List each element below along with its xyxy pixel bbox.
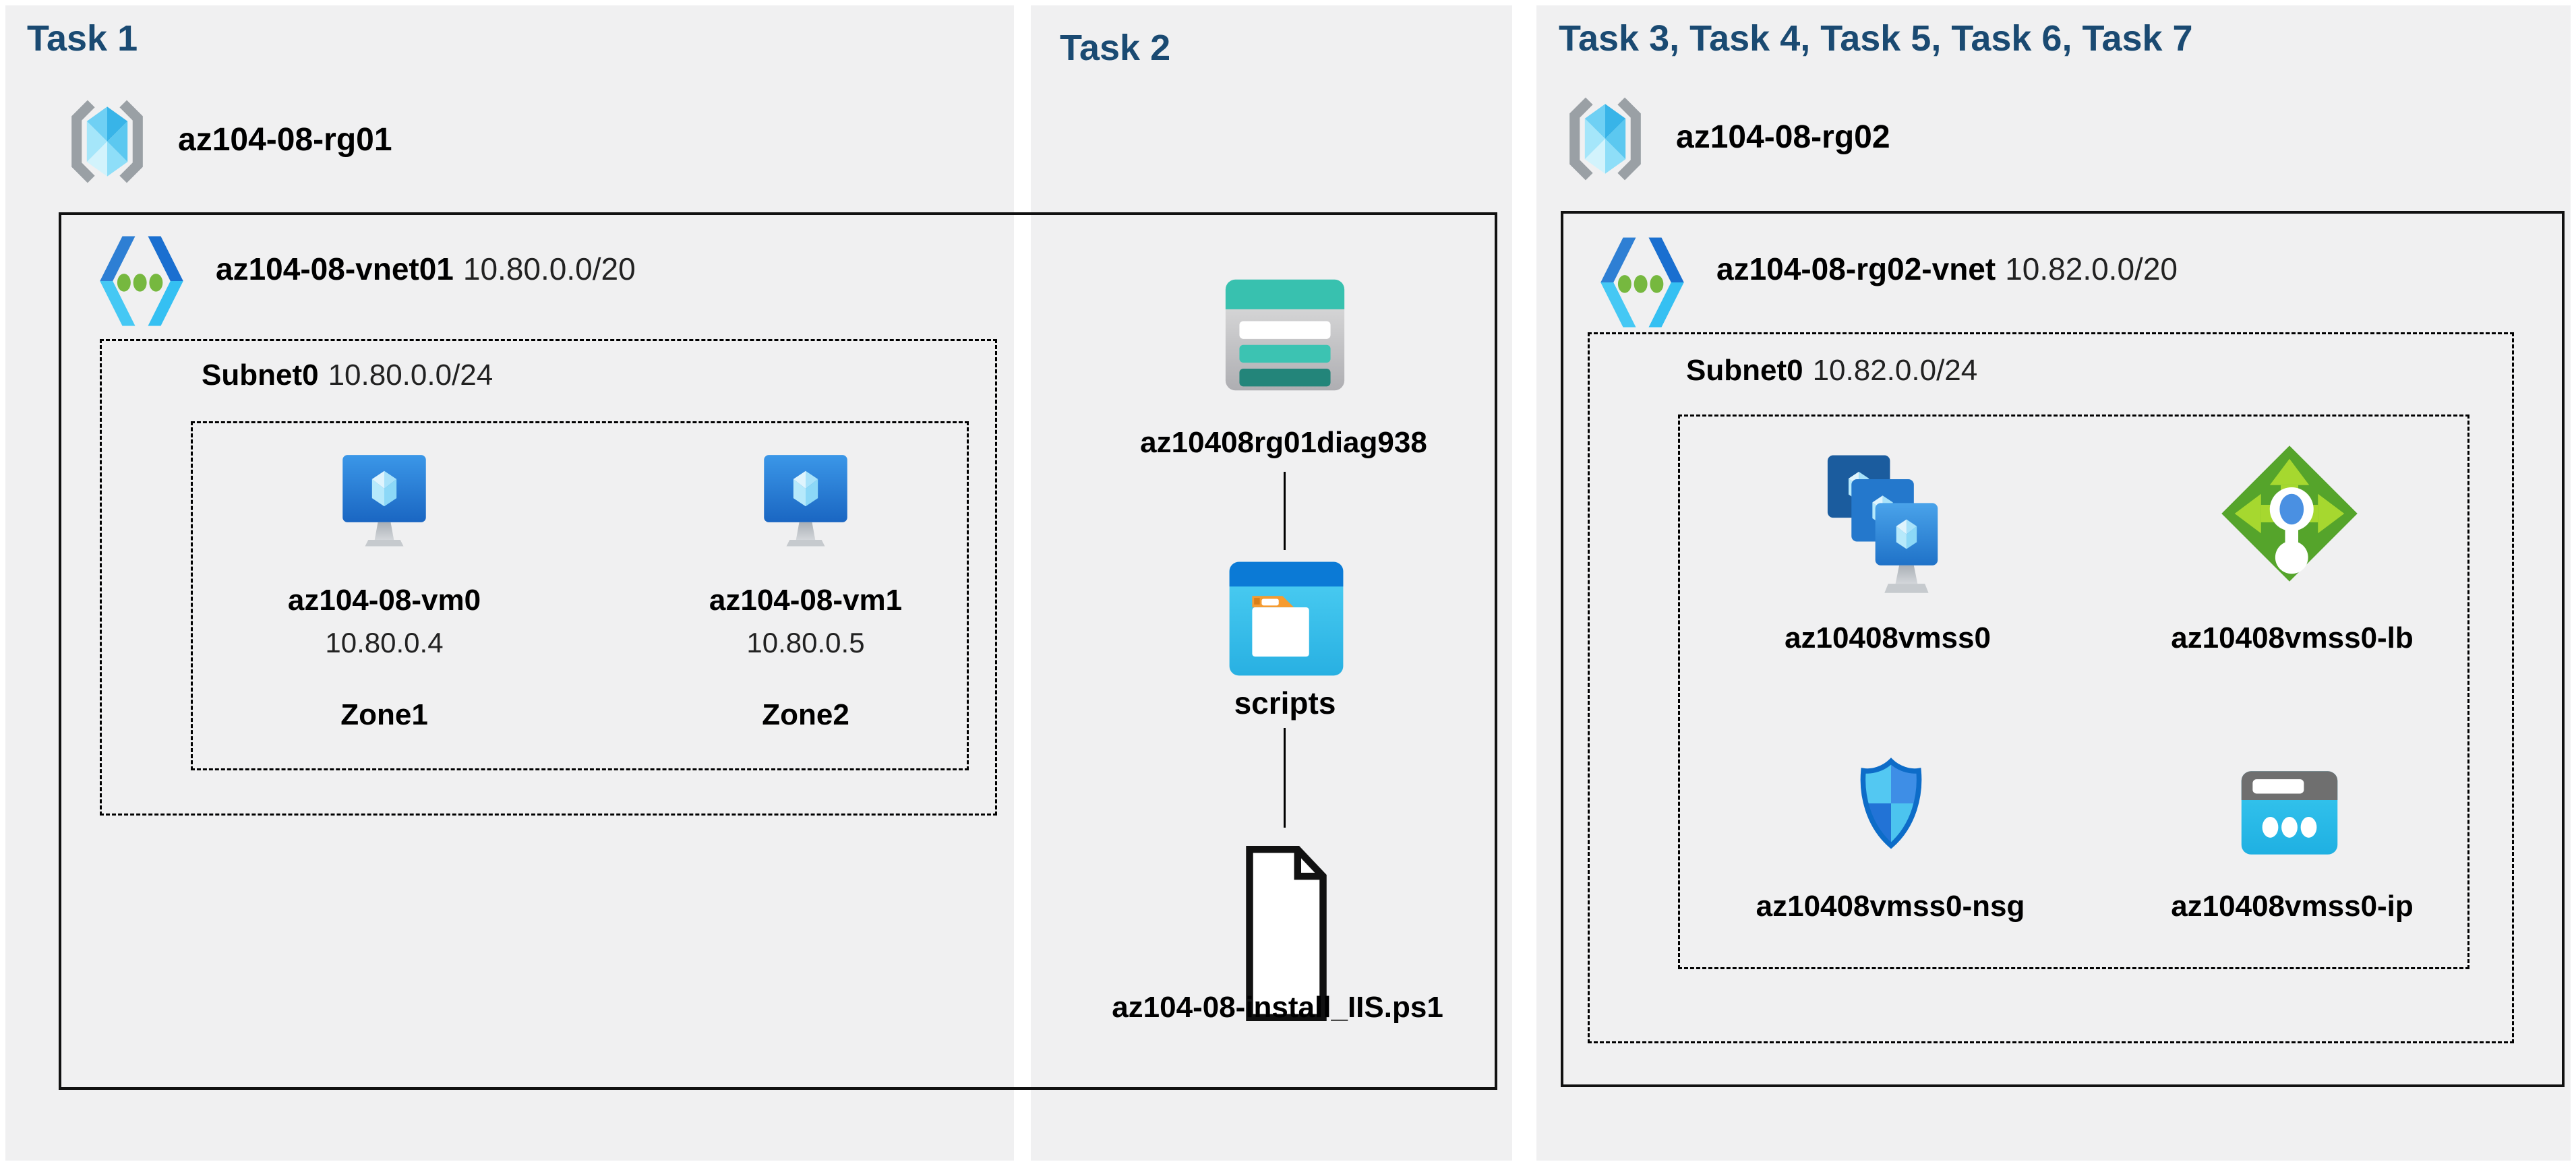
vm-name: az104-08-vm1 <box>709 584 903 617</box>
subnet-cidr: 10.80.0.0/24 <box>328 359 493 392</box>
script-file-label: az104-08-install_IIS.ps1 <box>1112 991 1443 1024</box>
vnet-box-left <box>59 212 1497 1090</box>
virtual-machine-icon <box>333 446 436 557</box>
vm-group-box-left <box>191 421 969 770</box>
subnet-cidr: 10.82.0.0/24 <box>1812 354 1978 387</box>
resource-group-icon <box>61 94 154 189</box>
virtual-network-icon <box>1591 229 1694 336</box>
vnet-name: az104-08-rg02-vnet <box>1716 251 1996 286</box>
vm-scale-set-label: az10408vmss0 <box>1785 621 1991 654</box>
virtual-network-icon <box>90 228 193 334</box>
resource-group-label: az104-08-rg02 <box>1676 119 1890 155</box>
subnet-box-left <box>100 339 997 816</box>
panel-task1 <box>5 5 1014 1161</box>
network-security-group-icon <box>1845 737 1938 869</box>
public-ip-icon <box>2238 759 2341 867</box>
container-label: scripts <box>1234 685 1336 720</box>
subnet-box-right <box>1588 332 2514 1043</box>
task1-header: Task 1 <box>27 18 138 59</box>
resource-group-label: az104-08-rg01 <box>178 122 392 158</box>
vm-zone: Zone1 <box>340 698 428 731</box>
subnet-name: Subnet0 <box>202 359 319 392</box>
virtual-machine-icon <box>754 446 857 557</box>
vnet-cidr: 10.82.0.0/20 <box>2005 251 2178 286</box>
storage-account-icon <box>1222 267 1348 403</box>
blob-container-icon <box>1226 554 1347 683</box>
vnet-name: az104-08-vnet01 <box>216 251 454 286</box>
public-ip-label: az10408vmss0-ip <box>2171 890 2414 923</box>
vnet-label: az104-08-vnet01 10.80.0.0/20 <box>216 251 636 287</box>
vm-name: az104-08-vm0 <box>287 584 481 617</box>
vnet-label: az104-08-rg02-vnet 10.82.0.0/20 <box>1716 251 2178 287</box>
task2-header: Task 2 <box>1060 28 1171 68</box>
resource-group-box-right <box>1678 415 2469 969</box>
subnet-label: Subnet0 10.80.0.0/24 <box>202 359 493 392</box>
subnet-label: Subnet0 10.82.0.0/24 <box>1686 354 1977 388</box>
vm-ip: 10.80.0.5 <box>746 627 865 658</box>
subnet-name: Subnet0 <box>1686 354 1803 387</box>
vnet-cidr: 10.80.0.0/20 <box>462 251 636 286</box>
vm-scale-set-icon <box>1820 452 1952 599</box>
connector-line <box>1284 472 1286 550</box>
connector-line <box>1284 728 1286 828</box>
vm-zone: Zone2 <box>762 698 849 731</box>
vnet-box-right <box>1561 211 2565 1087</box>
resource-group-icon <box>1559 92 1652 186</box>
task3-header: Task 3, Task 4, Task 5, Task 6, Task 7 <box>1559 18 2193 59</box>
load-balancer-label: az10408vmss0-lb <box>2171 621 2414 654</box>
load-balancer-icon <box>2219 442 2360 585</box>
storage-account-label: az10408rg01diag938 <box>1140 426 1427 459</box>
vm-ip: 10.80.0.4 <box>325 627 444 658</box>
network-security-group-label: az10408vmss0-nsg <box>1756 890 2025 923</box>
